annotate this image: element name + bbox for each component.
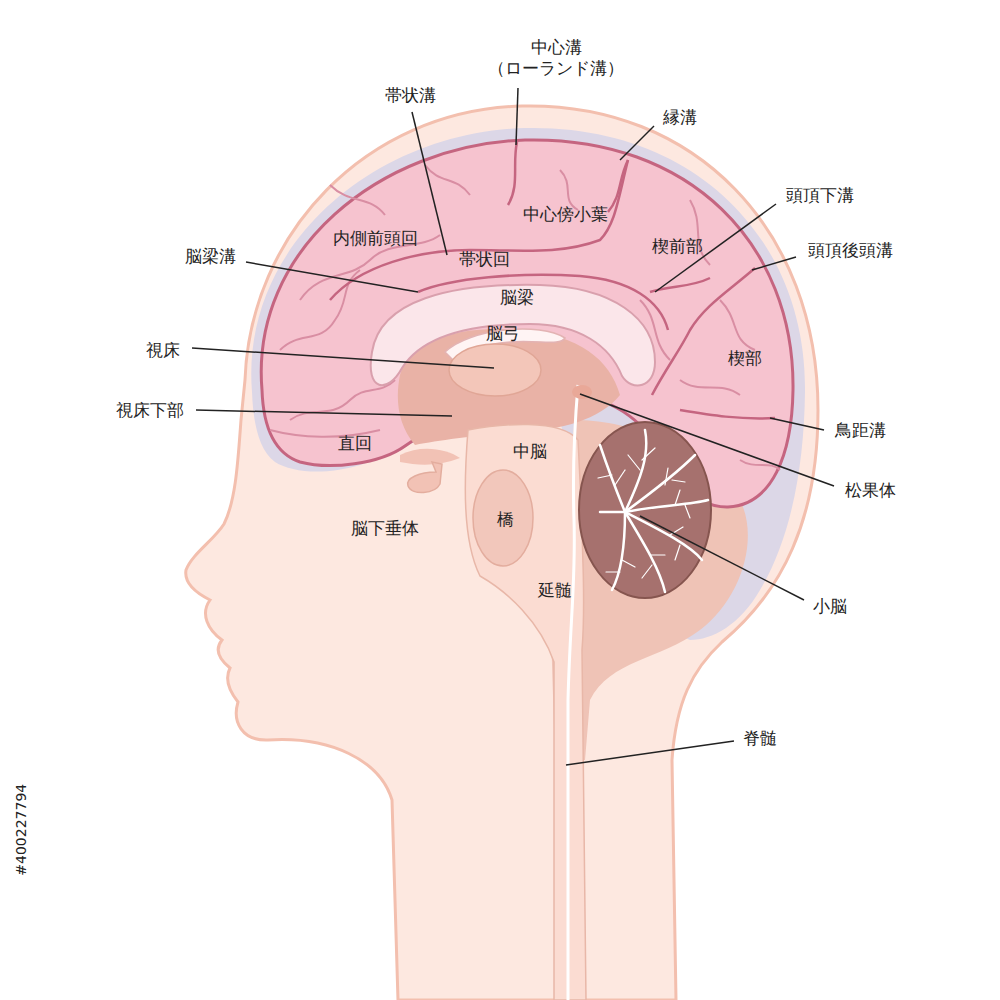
- part-label: 橋: [497, 509, 514, 530]
- part-label: 小脳: [813, 596, 847, 617]
- thalamus: [449, 344, 541, 396]
- part-label: 帯状溝: [385, 85, 436, 106]
- part-label: 鳥距溝: [835, 420, 886, 441]
- part-label: 脳弓: [486, 323, 520, 344]
- cerebellum: [579, 422, 711, 598]
- part-label: 視床: [146, 340, 180, 361]
- part-label: 脊髄: [743, 728, 777, 749]
- part-label: 頭頂下溝: [786, 185, 854, 206]
- pons: [473, 470, 533, 566]
- stock-id-watermark: #400227794: [13, 784, 31, 876]
- part-label: 中心溝 （ローランド溝）: [481, 37, 631, 80]
- cerebrum: [261, 140, 793, 507]
- part-label: 楔前部: [652, 236, 703, 257]
- part-label: 脳下垂体: [351, 518, 419, 539]
- part-label: 中脳: [513, 441, 547, 462]
- part-label: 頭頂後頭溝: [808, 240, 893, 261]
- optic-chiasm: [400, 449, 460, 465]
- part-label: 延髄: [538, 580, 572, 601]
- part-label: 視床下部: [116, 400, 184, 421]
- part-label: 楔部: [728, 348, 762, 369]
- pituitary: [408, 462, 442, 493]
- leader-lines: [192, 88, 834, 765]
- part-label: 帯状回: [459, 249, 510, 270]
- head-outline: [186, 106, 818, 1000]
- part-label: 縁溝: [663, 107, 697, 128]
- part-label: 内側前頭回: [333, 228, 418, 249]
- part-label: 脳梁溝: [185, 246, 236, 267]
- part-label: 松果体: [845, 480, 896, 501]
- central-canal: [568, 385, 578, 1000]
- part-label: 中心傍小葉: [523, 204, 608, 225]
- part-label: 直回: [338, 433, 372, 454]
- part-label: 脳梁: [500, 287, 534, 308]
